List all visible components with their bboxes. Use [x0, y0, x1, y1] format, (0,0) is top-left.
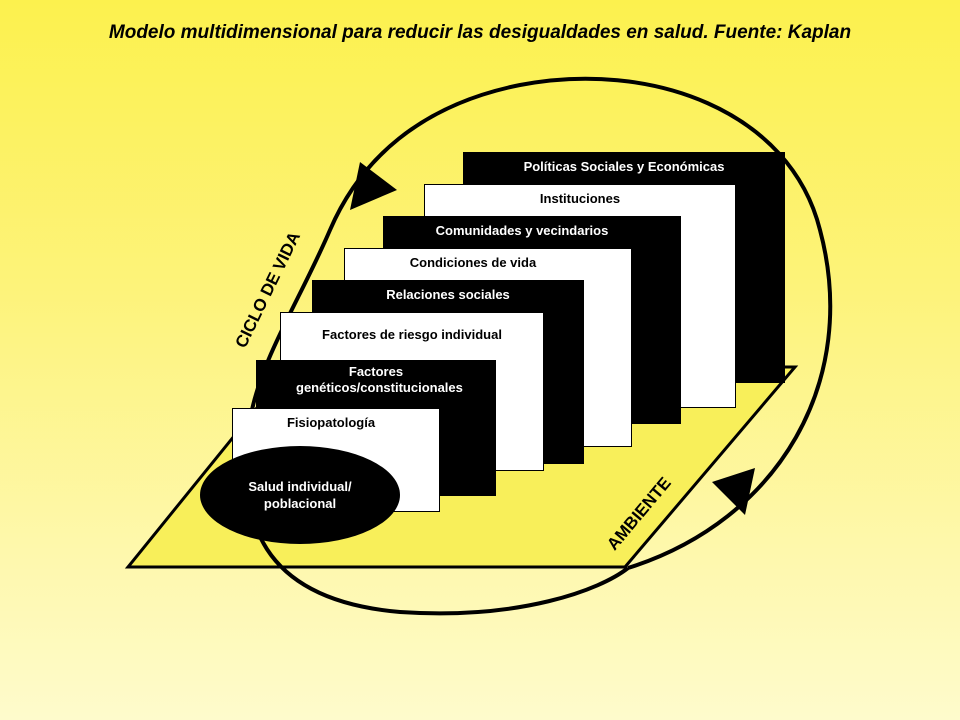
- diagram-title: Modelo multidimensional para reducir las…: [108, 22, 852, 43]
- core-ellipse: Salud individual/ poblacional: [200, 446, 400, 544]
- arrowhead-bottom: [712, 468, 755, 515]
- arrowhead-top: [350, 162, 397, 210]
- core-label: Salud individual/ poblacional: [248, 479, 352, 511]
